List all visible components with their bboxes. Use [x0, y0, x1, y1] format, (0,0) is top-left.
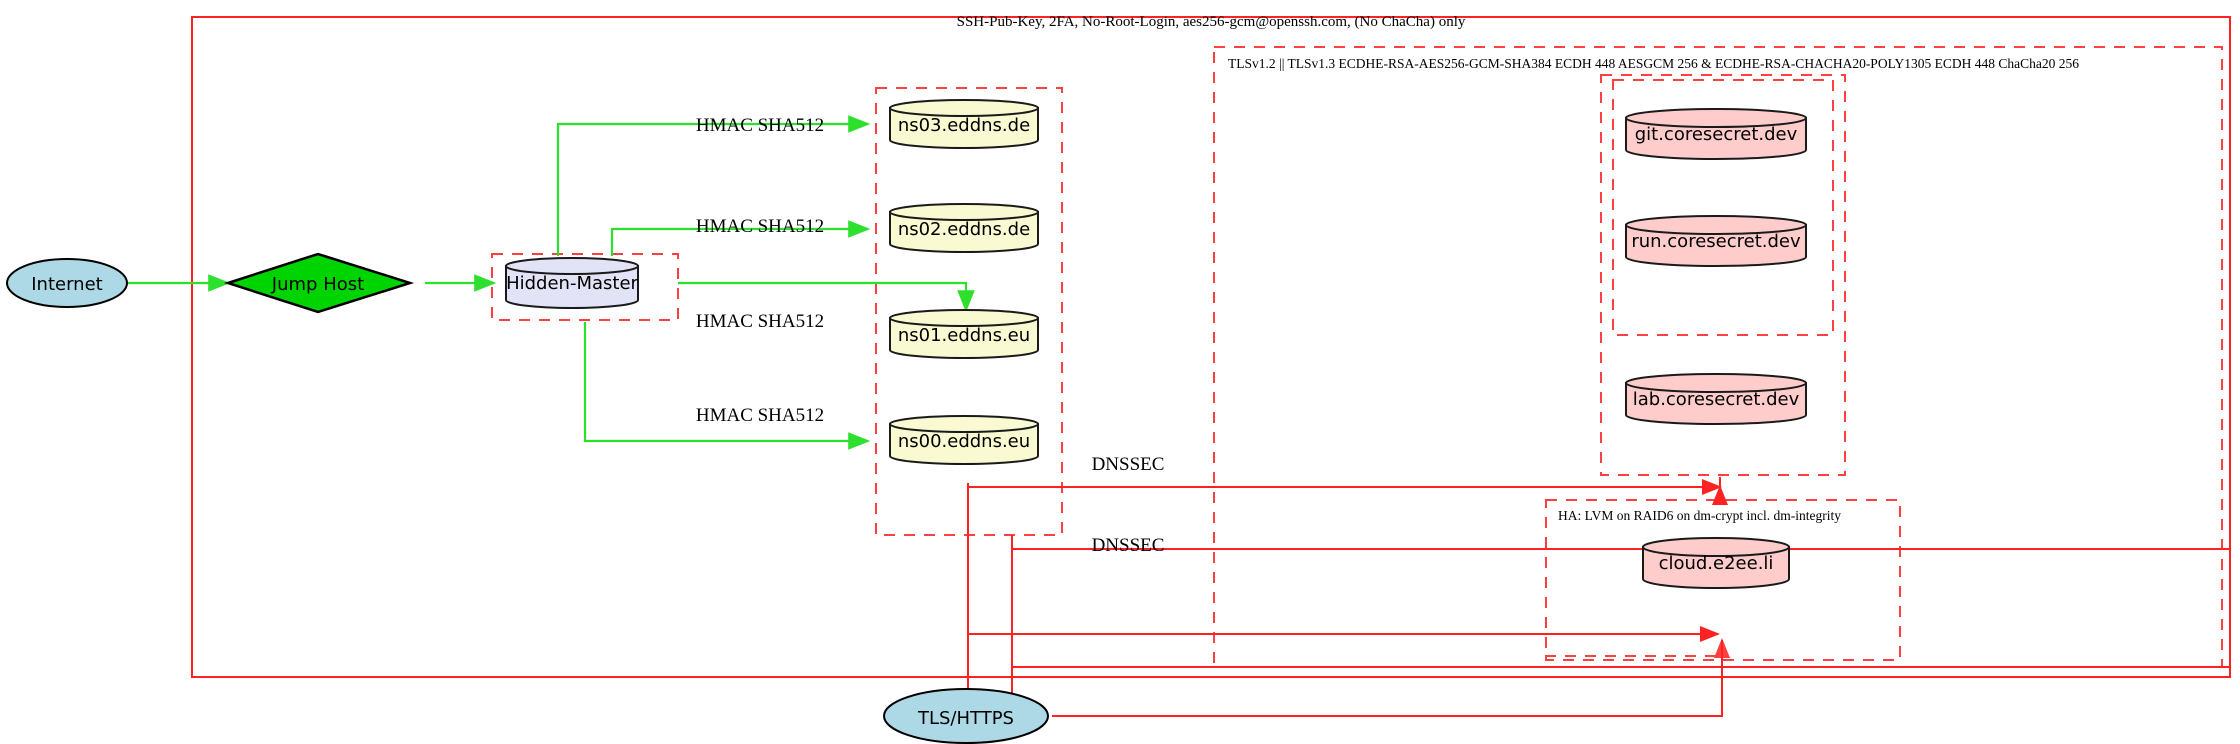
cluster-ssh-box	[191, 16, 2231, 678]
tls-https-ellipse	[883, 688, 1049, 744]
tls-https-label: TLS/HTTPS	[917, 708, 1014, 729]
lab-cyl-body	[1625, 382, 1807, 425]
node-ns02[interactable]: ns02.eddns.de	[889, 203, 1039, 253]
ns00-cyl-body	[889, 423, 1039, 465]
git-cyl-body	[1625, 117, 1807, 160]
edge-label-hmac-ns00: HMAC SHA512	[696, 405, 824, 426]
node-ns03[interactable]: ns03.eddns.de	[889, 99, 1039, 149]
node-lab-coresecret[interactable]: lab.coresecret.dev	[1625, 373, 1807, 425]
cloud-label: cloud.e2ee.li	[1659, 553, 1774, 574]
ns02-cyl-top	[889, 203, 1039, 221]
node-jump-host[interactable]: Jump Host	[223, 252, 415, 314]
cluster-coresecret-inner-box	[1612, 79, 1834, 336]
node-hidden-master[interactable]: Hidden-Master	[505, 257, 639, 309]
cloud-cyl-top	[1642, 537, 1790, 557]
hidden-master-cyl-body	[505, 265, 639, 309]
edge-label-dnssec-upper: DNSSEC	[1092, 454, 1165, 475]
run-cyl-top	[1625, 215, 1807, 235]
ns02-label: ns02.eddns.de	[898, 219, 1030, 240]
jump-host-label: Jump Host	[271, 274, 364, 295]
node-git-coresecret[interactable]: git.coresecret.dev	[1625, 108, 1807, 160]
node-internet[interactable]: Internet	[6, 258, 128, 308]
ns01-cyl-top	[889, 309, 1039, 327]
internet-label: Internet	[31, 274, 102, 295]
ns02-cyl-body	[889, 211, 1039, 253]
node-tls-https[interactable]: TLS/HTTPS	[883, 688, 1049, 744]
hidden-master-cyl-top	[505, 257, 639, 275]
jump-host-diamond	[223, 252, 415, 314]
hidden-master-label: Hidden-Master	[506, 273, 638, 294]
ns00-cyl-top	[889, 415, 1039, 433]
edge-label-hmac-ns03: HMAC SHA512	[696, 115, 824, 136]
run-cyl-body	[1625, 224, 1807, 267]
run-label: run.coresecret.dev	[1631, 231, 1801, 252]
node-run-coresecret[interactable]: run.coresecret.dev	[1625, 215, 1807, 267]
edge-tlshttps-to-cloud	[1052, 640, 1723, 717]
internet-ellipse	[6, 258, 128, 308]
ns01-cyl-body	[889, 317, 1039, 359]
ns00-label: ns00.eddns.eu	[898, 431, 1030, 452]
edge-hiddenmaster-to-ns01	[678, 281, 975, 313]
ns01-label: ns01.eddns.eu	[898, 325, 1030, 346]
edge-hiddenmaster-to-ns00	[583, 322, 871, 450]
node-ns00[interactable]: ns00.eddns.eu	[889, 415, 1039, 465]
ns03-cyl-top	[889, 99, 1039, 117]
cluster-coresecret-box	[1600, 74, 1846, 476]
edge-hiddenmaster-to-ns02	[610, 220, 871, 256]
node-ns01[interactable]: ns01.eddns.eu	[889, 309, 1039, 359]
ns03-cyl-body	[889, 107, 1039, 149]
cluster-tls-box	[1213, 46, 2223, 668]
git-label: git.coresecret.dev	[1635, 124, 1798, 145]
lab-label: lab.coresecret.dev	[1633, 389, 1800, 410]
node-cloud-e2ee[interactable]: cloud.e2ee.li	[1642, 537, 1790, 589]
lab-cyl-top	[1625, 373, 1807, 393]
edge-label-dnssec-lower: DNSSEC	[1092, 535, 1165, 556]
git-cyl-top	[1625, 108, 1807, 128]
cluster-ha-label: HA: LVM on RAID6 on dm-crypt incl. dm-in…	[1558, 508, 1841, 523]
cluster-ssh-label: SSH-Pub-Key, 2FA, No-Root-Login, aes256-…	[957, 14, 1466, 30]
ns03-label: ns03.eddns.de	[898, 115, 1030, 136]
edge-label-hmac-ns01: HMAC SHA512	[696, 311, 824, 332]
edge-hiddenmaster-to-ns03	[556, 115, 871, 256]
cloud-cyl-body	[1642, 546, 1790, 589]
edge-label-hmac-ns02: HMAC SHA512	[696, 216, 824, 237]
cluster-tls-label: TLSv1.2 || TLSv1.3 ECDHE-RSA-AES256-GCM-…	[1228, 56, 2079, 71]
